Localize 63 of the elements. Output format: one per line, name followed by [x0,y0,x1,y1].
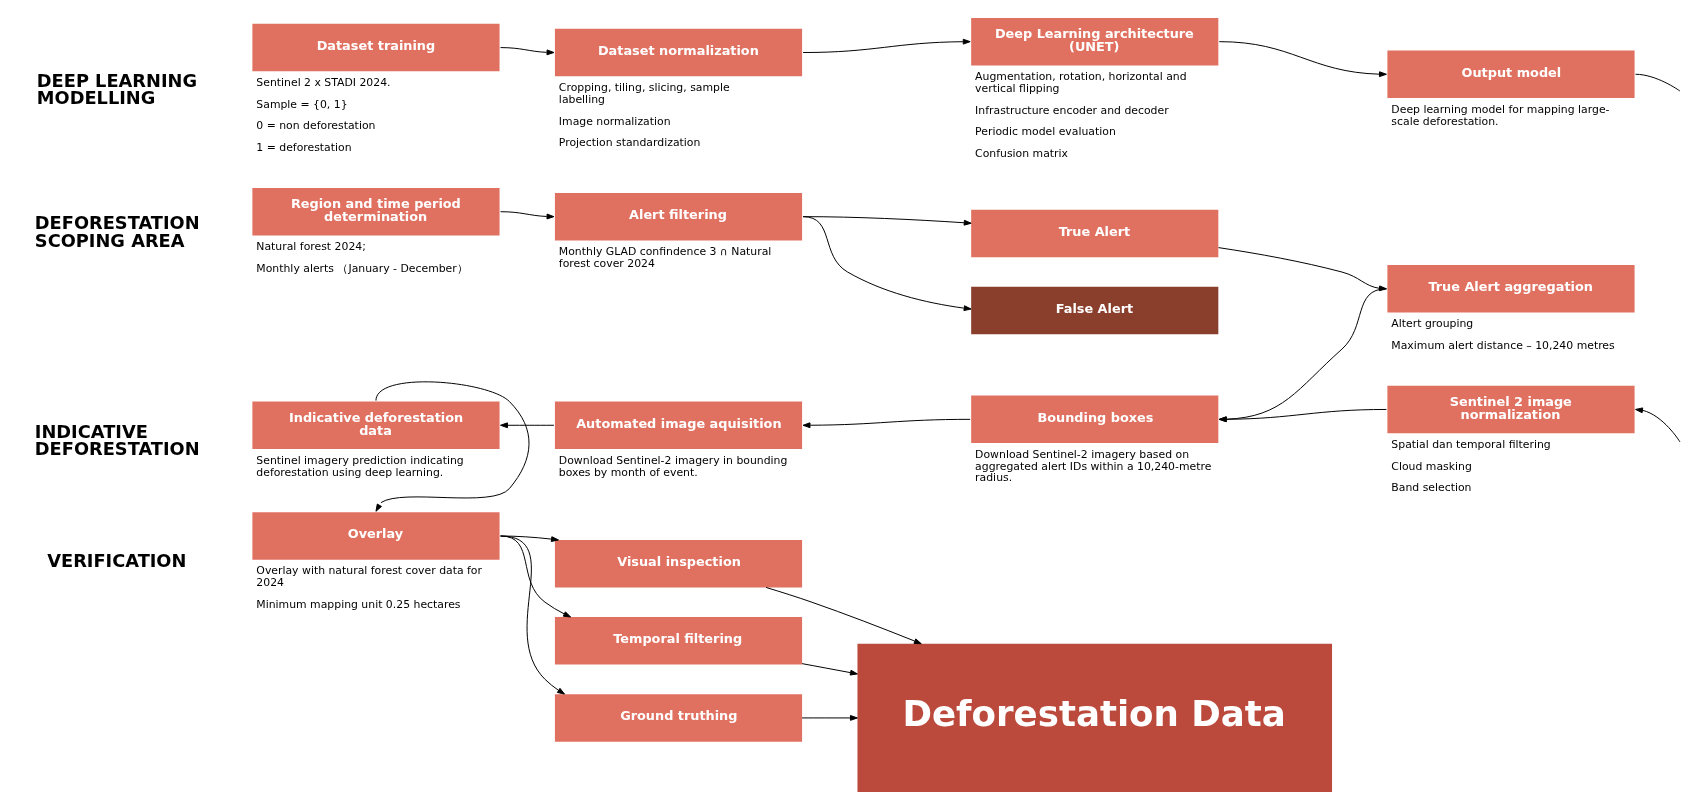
arrow [765,586,922,645]
node-label: Minimum mapping unit 0.25 hectares [256,597,461,611]
node-box: Automated image aquisition [554,401,803,449]
arrow [500,211,555,220]
node-label: Natural forest 2024; [256,240,366,254]
node-box: False Alert [971,286,1219,335]
node-label: Infrastructure encoder and decoder [975,103,1169,117]
arrow [1635,407,1681,443]
arrow [500,422,555,429]
node-box: Deep Learning architecture (UNET) [971,17,1219,66]
node-box: Indicative deforestation data [252,401,500,449]
node-label: Sentinel 2 x STADI 2024. [256,75,391,89]
node-box: Region and time period determination [252,188,500,236]
arrow [1218,41,1387,78]
node-label: Periodic model evaluation [975,125,1116,139]
node-box: Alert filtering [554,192,803,241]
node-box: True Alert aggregation [1387,265,1635,313]
node-label: Download Sentinel-2 imagery in bounding boxes by month of event. [558,453,788,479]
node-box: Dataset training [252,23,500,72]
arrow [801,663,858,676]
node-label: Confusion matrix [975,147,1068,161]
label: VERIFICATION [47,550,187,572]
arrow [1218,288,1387,423]
arrow [1218,408,1387,423]
node-label: Maximum alert distance – 10,240 metres [1391,338,1615,352]
node-label: Image normalization [558,114,671,128]
node-label: Cloud masking [1391,459,1472,473]
node-label: 1 = deforestation [256,141,352,155]
label: INDICATIVE DEFORESTATION [34,420,200,460]
node-box: Overlay [252,512,500,560]
arrow [802,216,972,312]
node-label: Monthly GLAD confindence 3 ∩ Natural forest cover 2024 [558,245,772,270]
node-label: Overlay with natural forest cover data for 2024 [256,564,482,590]
node-label: Spatial dan temporal filtering [1391,437,1551,451]
node-label: Cropping, tiling, slicing, sample labelling [558,80,730,106]
node-label: Band selection [1391,481,1472,495]
node-label: Download Sentinel-2 imagery based on aggregated alert IDs within a 10,240-metre radius. [975,447,1212,485]
node-box: Dataset normalization [554,28,803,77]
node-label: Monthly alerts （January - December） [256,261,468,275]
node-label: Sample = {0, 1} [256,97,348,111]
node-box: Bounding boxes [971,395,1219,444]
node-label: 0 = non deforestation [256,119,376,133]
arrow [802,418,971,429]
node-label: Deep learning model for mapping large-scale deforestation. [1391,102,1610,128]
arrow [500,47,555,56]
arrow [375,381,530,512]
connector [1635,73,1681,92]
node-label: Altert grouping [1391,317,1474,331]
node-box: Sentinel 2 image normalization [1387,385,1635,434]
node-label: Augmentation, rotation, horizontal and vertical flipping [975,70,1187,95]
label: DEFORESTATION SCOPING AREA [34,211,200,251]
node-label: Sentinel imagery prediction indicating deforestation using deep learning. [256,453,464,479]
node-box: Deforestation Data [857,643,1333,793]
node-box: Temporal filtering [554,617,803,665]
node-box: Output model [1387,50,1635,98]
node-label: Projection standardization [558,136,701,150]
arrow [802,38,971,54]
arrow [500,535,566,695]
node-box: True Alert [971,209,1219,258]
node-box: Visual inspection [554,539,803,588]
node-box: Ground truthing [554,694,803,742]
label: DEEP LEARNING MODELLING [36,69,198,109]
arrow [801,715,858,721]
